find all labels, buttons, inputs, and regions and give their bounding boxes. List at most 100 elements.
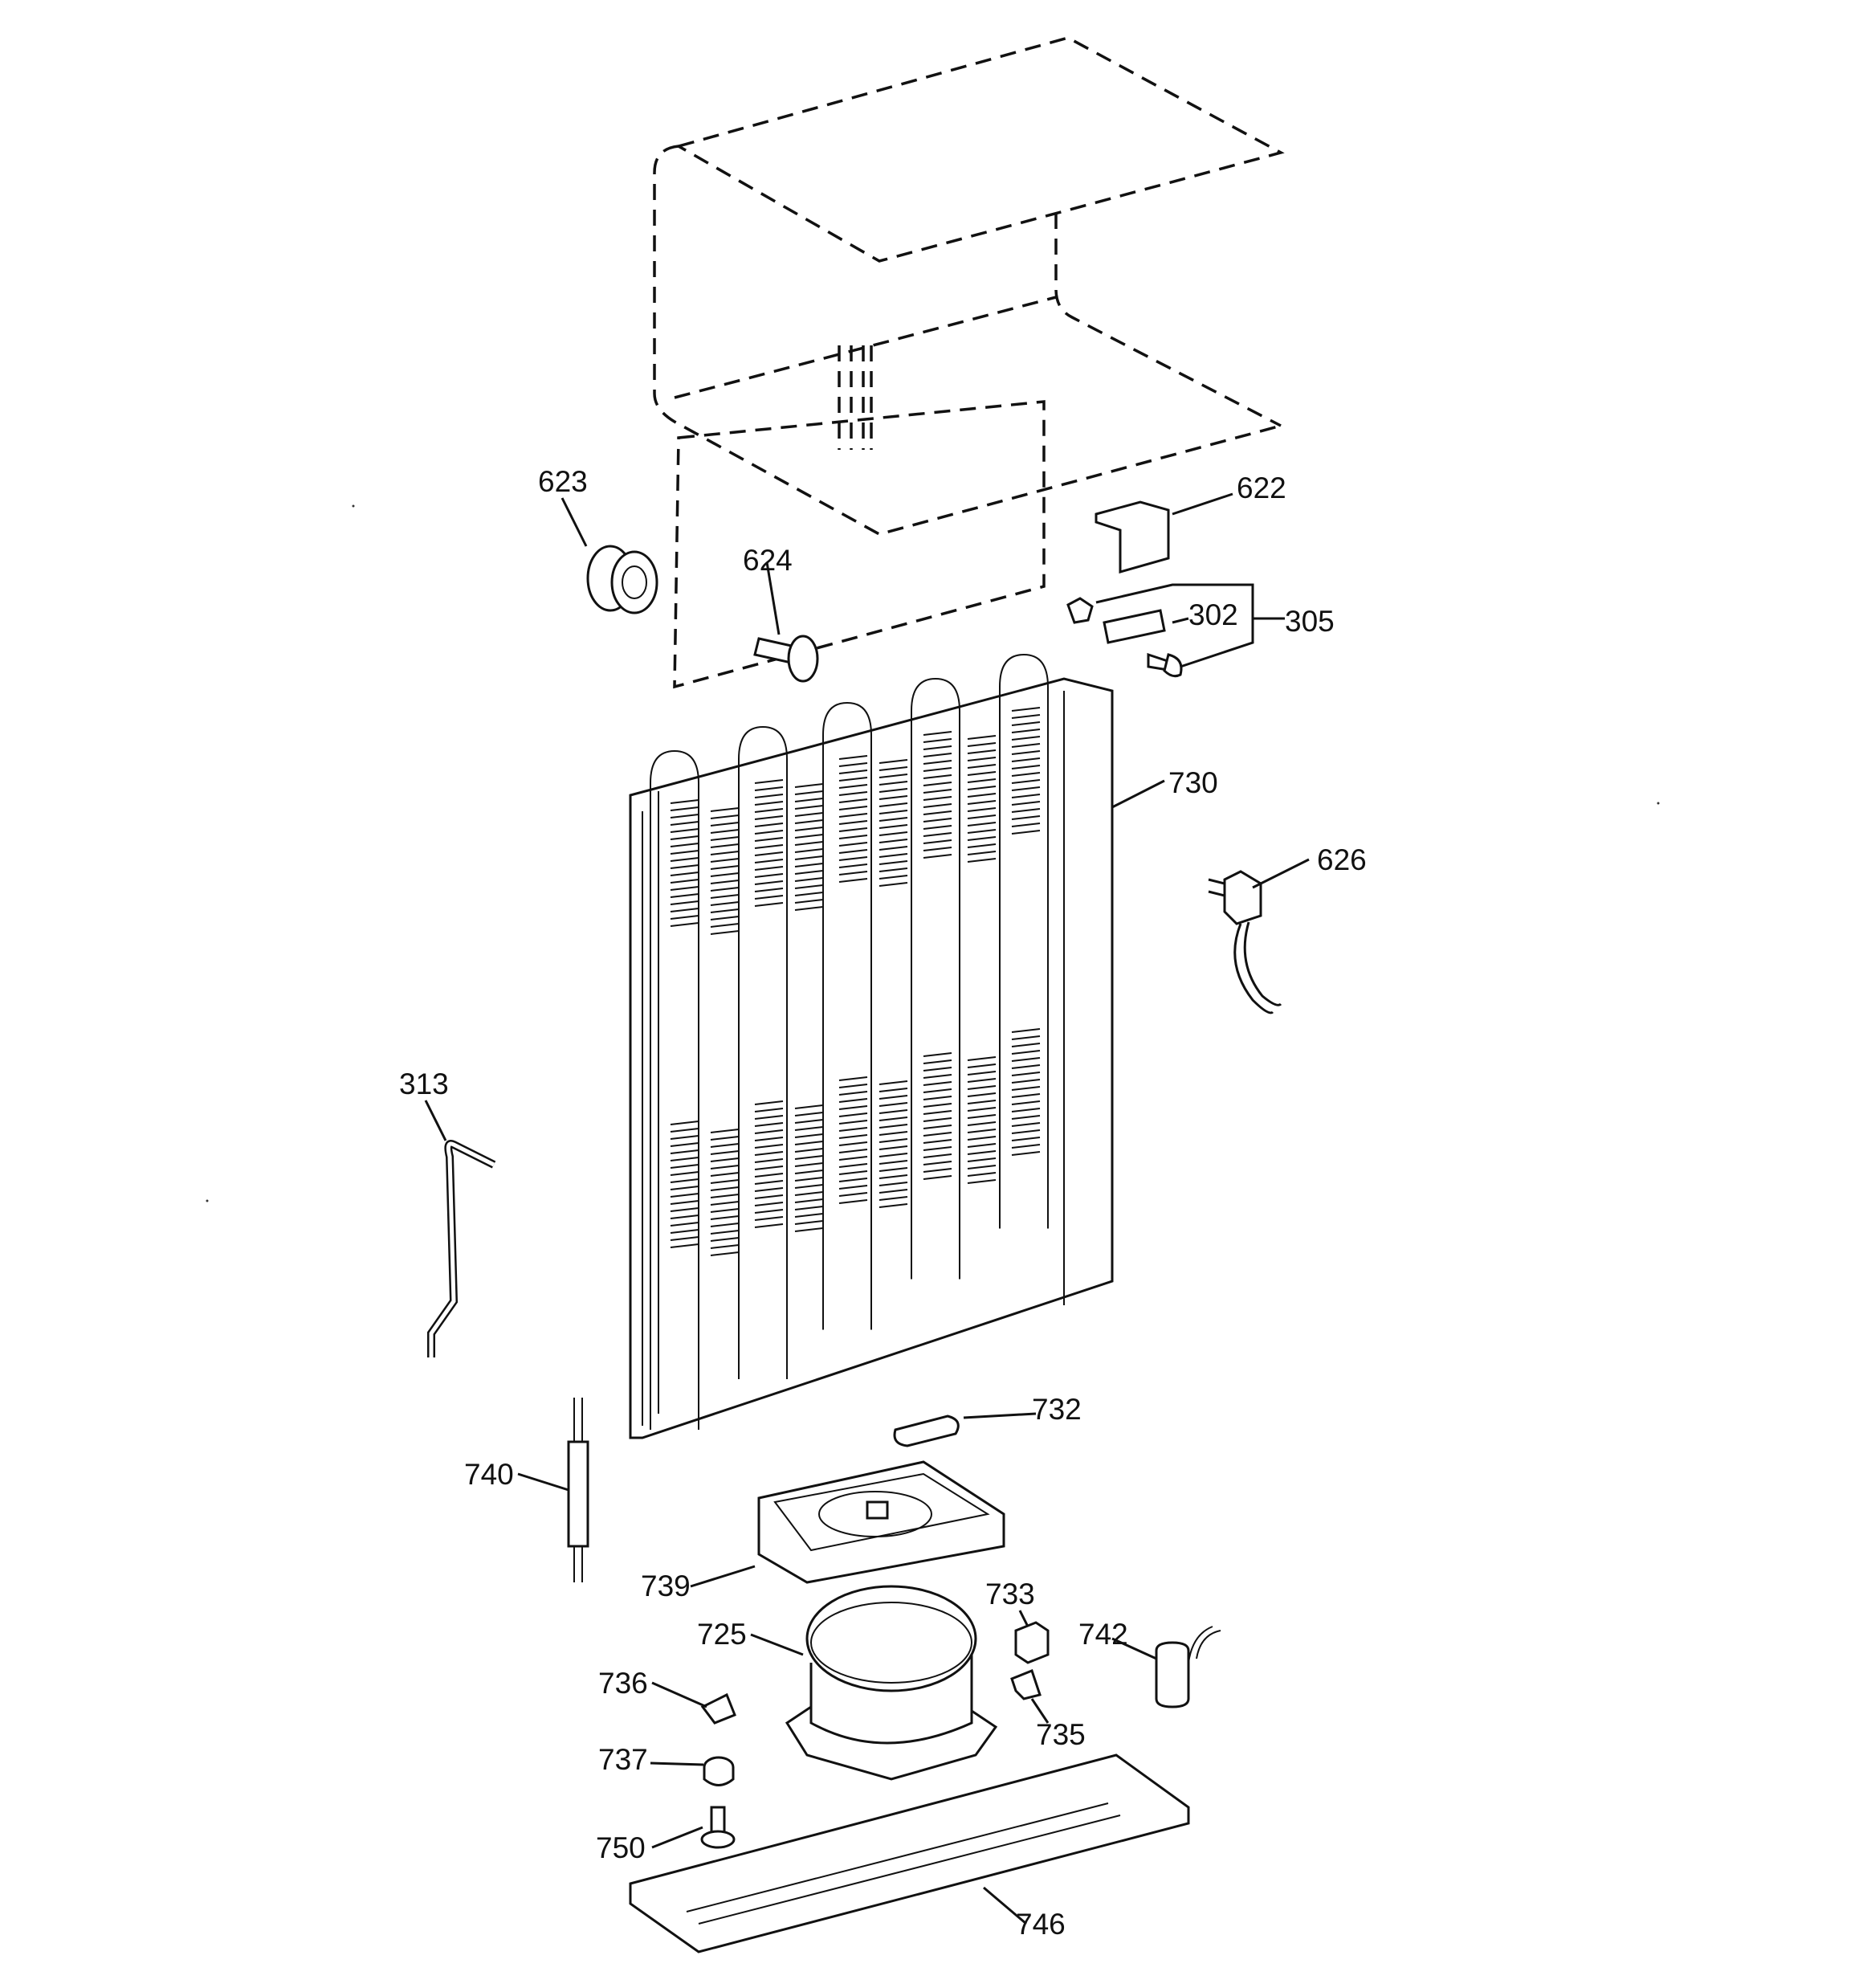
vent-slot xyxy=(923,782,952,786)
vent-slot xyxy=(879,1203,908,1208)
vent-slot xyxy=(879,1189,908,1194)
vent-slot xyxy=(670,1214,699,1219)
vent-slot xyxy=(1011,808,1041,813)
callout-302: 302 xyxy=(1188,598,1238,631)
vent-slot xyxy=(754,1194,784,1199)
vent-slot xyxy=(670,1178,699,1183)
vent-slot xyxy=(794,1162,824,1167)
callout-750: 750 xyxy=(596,1831,646,1864)
vent-slot xyxy=(838,791,868,796)
vent-slot xyxy=(754,1122,784,1127)
vent-slot xyxy=(923,803,952,808)
callout-313: 313 xyxy=(399,1067,449,1100)
vent-slot xyxy=(967,793,997,798)
vent-slot xyxy=(923,1117,952,1122)
vent-slot xyxy=(838,863,868,868)
vent-slot xyxy=(794,1191,824,1196)
callout-736: 736 xyxy=(598,1667,648,1700)
vent-slot xyxy=(1011,1144,1041,1149)
vent-slot xyxy=(670,843,699,847)
vent-slot xyxy=(710,916,740,921)
vent-slot xyxy=(710,836,740,841)
vent-slot xyxy=(879,867,908,872)
vent-slot xyxy=(879,774,908,778)
vent-slot xyxy=(967,1143,997,1148)
vent-slot xyxy=(967,851,997,855)
vent-slot xyxy=(710,1208,740,1213)
vent-slot xyxy=(710,1201,740,1206)
vent-slot xyxy=(1011,801,1041,806)
part-739-drain-pan xyxy=(757,1460,1005,1584)
vent-slot xyxy=(794,877,824,882)
vent-slot xyxy=(879,875,908,880)
vent-slot xyxy=(1011,772,1041,777)
part-624-plug xyxy=(753,635,819,683)
vent-slot xyxy=(1011,757,1041,762)
vent-slot xyxy=(670,814,699,818)
vent-slot xyxy=(838,813,868,818)
vent-slot xyxy=(923,1132,952,1137)
vent-slot xyxy=(967,1085,997,1090)
vent-slot xyxy=(879,882,908,887)
vent-slot xyxy=(1011,779,1041,784)
vent-slot xyxy=(794,1141,824,1145)
vent-slot xyxy=(879,1138,908,1143)
vent-slot xyxy=(923,810,952,815)
vent-slot xyxy=(794,1104,824,1109)
vent-slot xyxy=(794,812,824,817)
vent-slot xyxy=(1011,1050,1041,1055)
vent-slot xyxy=(967,1063,997,1068)
vent-slot xyxy=(923,839,952,844)
vent-slot xyxy=(670,1243,699,1248)
vent-slot xyxy=(710,1230,740,1235)
vent-slot xyxy=(754,888,784,892)
vent-slot xyxy=(670,1149,699,1154)
vent-slot xyxy=(754,866,784,871)
callout-725: 725 xyxy=(697,1618,747,1651)
vent-slot xyxy=(923,1139,952,1144)
vent-slot xyxy=(967,1157,997,1162)
part-742-capacitor xyxy=(1155,1626,1221,1708)
vent-slot xyxy=(670,1164,699,1169)
vent-slot xyxy=(838,827,868,832)
vent-slot xyxy=(670,864,699,869)
vent-slot xyxy=(794,790,824,795)
vent-slot xyxy=(710,894,740,899)
part-302-hinge xyxy=(1066,597,1183,678)
vent-slot xyxy=(879,1088,908,1092)
vent-slot xyxy=(670,1236,699,1241)
vent-slot xyxy=(923,796,952,801)
callout-742: 742 xyxy=(1078,1618,1128,1651)
vent-slot xyxy=(670,1222,699,1227)
callout-735: 735 xyxy=(1036,1718,1086,1751)
vent-slot xyxy=(838,871,868,876)
vent-slot xyxy=(923,847,952,851)
vent-slot xyxy=(670,1207,699,1212)
vent-slot xyxy=(838,1141,868,1146)
vent-slot xyxy=(710,1136,740,1141)
vent-slot xyxy=(710,1194,740,1198)
vent-slot xyxy=(794,906,824,911)
vent-slot xyxy=(710,1165,740,1170)
vent-slot xyxy=(1011,1086,1041,1091)
vent-slot xyxy=(794,1206,824,1210)
vent-slot xyxy=(710,923,740,928)
vent-slot xyxy=(754,1100,784,1105)
vent-slot xyxy=(1011,815,1041,820)
vent-slot xyxy=(710,880,740,884)
vent-slot xyxy=(1011,1064,1041,1069)
vent-slot xyxy=(670,857,699,862)
vent-slot xyxy=(967,1172,997,1177)
vent-slot xyxy=(967,1121,997,1126)
vent-slot xyxy=(879,810,908,814)
vent-slot xyxy=(710,1129,740,1133)
vent-slot xyxy=(794,870,824,875)
vent-slot xyxy=(670,1193,699,1198)
stray-mark xyxy=(352,504,355,508)
vent-slot xyxy=(754,1144,784,1149)
vent-slot xyxy=(923,1103,952,1108)
vent-slot xyxy=(794,892,824,896)
vent-slot xyxy=(794,848,824,853)
vent-slot xyxy=(670,886,699,891)
